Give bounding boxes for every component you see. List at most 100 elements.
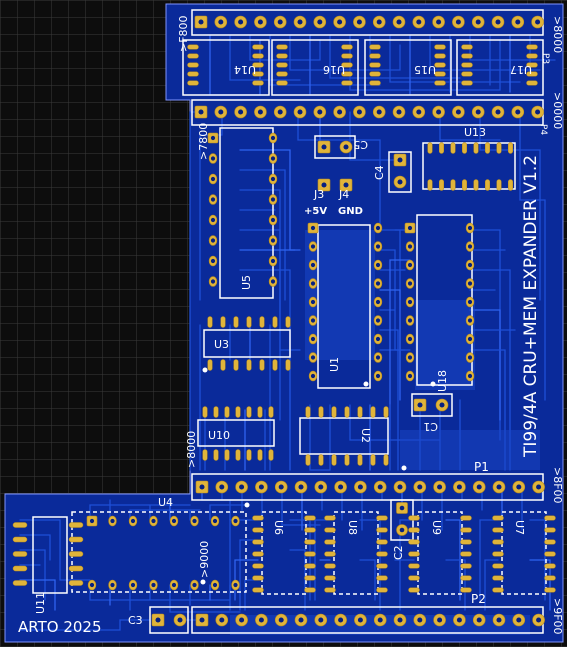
chip-u4-pin-14-hole	[130, 582, 136, 588]
chip-u2-pad-7	[383, 406, 389, 418]
chip-u15-label: U15	[414, 63, 436, 76]
chip-u11-pad-4	[12, 565, 28, 572]
trace-100	[529, 519, 546, 601]
header-f800-pin-3-hole	[238, 19, 244, 25]
chip-u5-pin-3-hole	[210, 176, 216, 182]
chip-u3-pad-8	[285, 359, 291, 371]
chip-u16-pad-10	[341, 44, 353, 50]
chip-u1-pin-3-hole	[310, 262, 316, 268]
board-labels: TI99/4A CRU+MEM EXPANDER V1.2 ARTO 2025 …	[18, 15, 564, 636]
chip-u16-pad-8	[341, 62, 353, 68]
chip-u18-pin-5-hole	[407, 299, 413, 305]
chip-u7-pad-11	[544, 551, 556, 557]
header-f800-pin-10-hole	[376, 19, 382, 25]
chip-u16-pad-4	[276, 71, 288, 77]
chip-u13-pad-4	[462, 142, 467, 154]
chip-u10-pad-3	[224, 406, 230, 418]
cap-c1-pin-2-hole	[439, 402, 445, 408]
chip-u4-label: U4	[158, 496, 173, 509]
pads	[12, 15, 556, 627]
header-0000-pin-14-hole	[455, 109, 461, 115]
chip-u18-pin-3-hole	[407, 262, 413, 268]
trace-3	[249, 34, 321, 61]
chip-u18-pin-7-hole	[407, 336, 413, 342]
pin1-marker-2	[244, 502, 250, 508]
chip-u3-pad-7	[285, 316, 291, 328]
chip-u17-pad-6	[526, 80, 538, 86]
chip-u4-pin-3-hole	[130, 518, 136, 524]
header-f800-pin-5-hole	[277, 19, 283, 25]
chip-u15-outline	[364, 39, 452, 96]
chip-u2-pad-11	[344, 454, 350, 466]
chip-u18-pin-17-hole	[467, 244, 473, 249]
chip-u9-pad-8	[460, 587, 472, 593]
component-outlines	[32, 9, 547, 634]
chip-u10-outline	[197, 419, 275, 447]
chip-u17-pad-9	[526, 53, 538, 59]
chip-u7-pad-6	[492, 575, 504, 581]
cap-c2-label: C2	[392, 545, 405, 560]
chip-u6-pad-12	[304, 539, 316, 545]
header-0000-pin-16-hole	[495, 109, 501, 115]
chip-u2-pad-10	[357, 454, 363, 466]
chip-u10-pad-4	[235, 406, 241, 418]
chip-u17-pad-2	[461, 53, 473, 59]
chip-u16-pad-2	[276, 53, 288, 59]
chip-u1-pin-16-hole	[375, 262, 381, 268]
chip-u3-pad-4	[246, 316, 252, 328]
connector-p2-pin-17-hole	[516, 617, 522, 623]
chip-u18-pin-15-hole	[467, 281, 473, 286]
trace-20	[297, 111, 381, 231]
connector-p2-pin-2-hole	[219, 617, 225, 623]
chip-u1-pin-10-hole	[375, 373, 381, 379]
header-0000-pin-17-hole	[515, 109, 521, 115]
trace-25	[519, 111, 546, 401]
chip-u8-pad-4	[324, 551, 336, 557]
chip-u9-pad-12	[460, 539, 472, 545]
connector-p2-pin-16-hole	[496, 617, 502, 623]
chip-u7-pad-14	[544, 515, 556, 521]
chip-u18-pin-2-hole	[407, 244, 413, 249]
connector-p1-pin-7-hole	[318, 484, 324, 490]
cap-c3-label: C3	[128, 614, 143, 627]
trace-109	[129, 509, 201, 521]
header-0000-pin-2-hole	[218, 109, 224, 115]
chip-u10-pad-10	[246, 449, 252, 461]
chip-u2-pad-2	[318, 406, 324, 418]
chip-u13-outline	[422, 142, 516, 190]
chip-u18-pin-12-hole	[467, 336, 473, 342]
chip-u3-pad-3	[233, 316, 239, 328]
chip-u14-pad-3	[187, 62, 199, 68]
chip-u14-pad-1	[187, 44, 199, 50]
trace-44	[469, 269, 511, 471]
trace-12	[429, 34, 541, 71]
cap-c1-outline	[411, 393, 453, 417]
chip-u6-pad-5	[252, 563, 264, 569]
header-0000-pin-11-hole	[396, 109, 402, 115]
chip-u7-pad-7	[492, 587, 504, 593]
chip-u10-pad-12	[224, 449, 230, 461]
chip-u3-pad-10	[259, 359, 265, 371]
chip-u11-pad-8	[68, 551, 84, 557]
chip-u13-label: U13	[464, 126, 486, 139]
chip-u13-pad-1	[427, 142, 433, 154]
chip-u1-label: U1	[328, 357, 341, 372]
chip-u9-pad-10	[460, 563, 472, 569]
chip-u2-pad-5	[357, 406, 363, 418]
chip-u18-pin-9-hole	[407, 373, 413, 379]
chip-u10-pad-1	[202, 406, 208, 418]
chip-u1-pin-14-hole	[375, 299, 381, 305]
chip-u17-pad-10	[526, 44, 538, 50]
cap-c5-outline	[314, 135, 356, 159]
chip-u13-pad-10	[496, 179, 502, 191]
trace-10	[389, 34, 521, 83]
cap-c1-label: C1	[423, 420, 438, 433]
trace-115	[89, 584, 231, 601]
header-f800-pin-1-hole	[198, 19, 204, 25]
connector-p2-pin-6-hole	[298, 617, 304, 623]
chip-u9-pad-11	[460, 551, 472, 557]
chip-u1-pin-12-hole	[375, 336, 381, 342]
chip-u5-pin-14-hole	[270, 176, 276, 182]
chip-u13-pad-7	[496, 142, 502, 154]
chip-u16-pad-7	[341, 71, 353, 77]
